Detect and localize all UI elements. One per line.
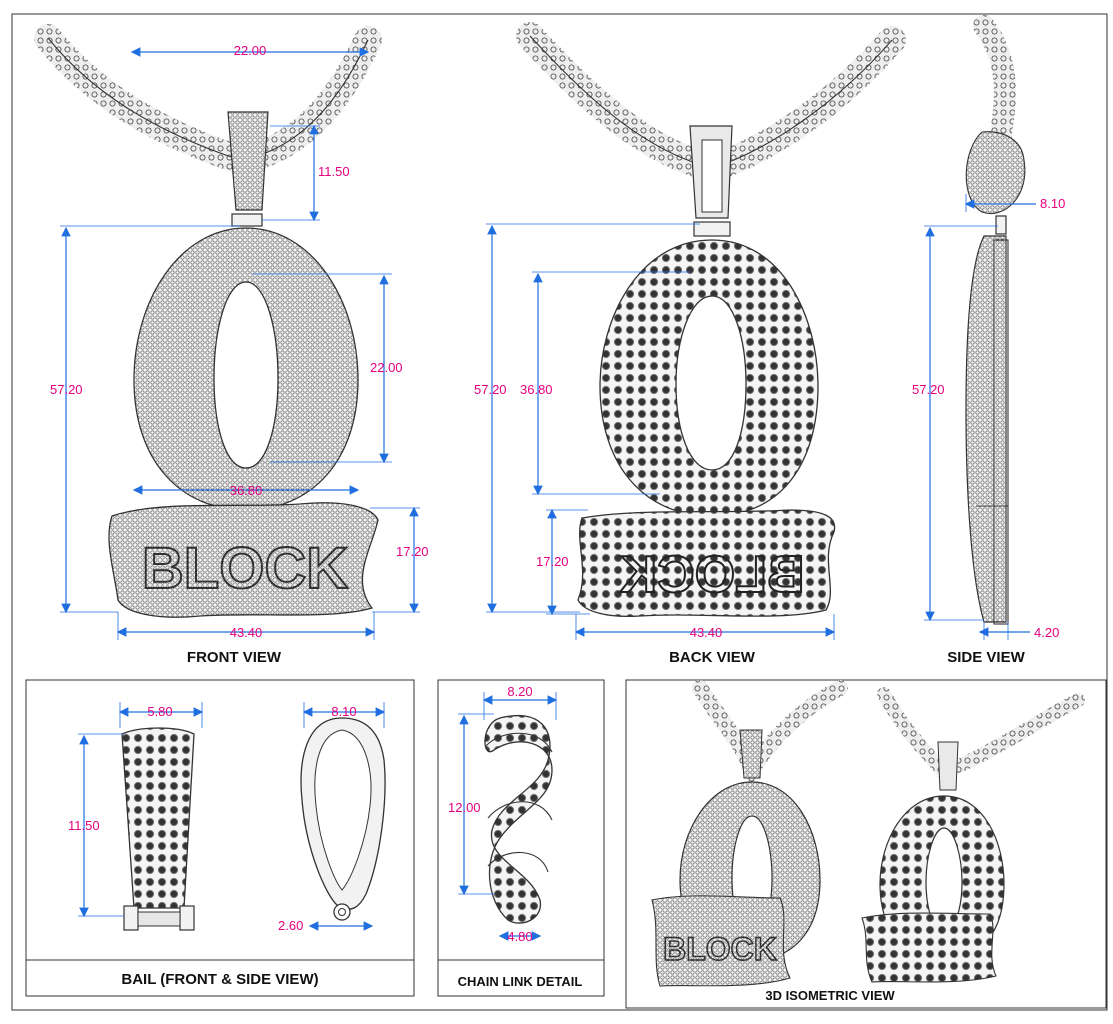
front-letters-plate [108,502,379,618]
side-bail-base [995,215,1007,235]
back-dim-o-height: 36.80 [520,382,553,397]
iso-back-letters [861,912,997,983]
front-o-letter [133,227,359,511]
front-dim-o-width: 36.80 [230,483,263,498]
iso-back-chain [877,687,1085,781]
iso-front-pendant: BLOCK [651,680,848,987]
iso-front-letters [651,895,791,987]
chain-dim-width: 8.20 [507,684,532,699]
side-view-caption: SIDE VIEW [947,649,1025,666]
chain-link-body [484,714,553,924]
bail-dim-width: 5.80 [147,704,172,719]
side-view [965,15,1026,625]
side-dimensions: 8.10 57.20 4.20 [912,194,1065,640]
back-view-caption: BACK VIEW [669,649,756,666]
chain-panel [437,679,605,997]
front-bail-base [231,213,263,227]
iso-front-chain [692,680,848,788]
back-letters-text: BLOCK [619,546,804,604]
back-view: BLOCK [516,22,906,618]
back-dim-total-width: 43.40 [690,625,723,640]
front-bail [227,111,269,211]
front-letters-text: BLOCK [142,536,348,601]
iso-panel-caption: 3D ISOMETRIC VIEW [765,988,895,1003]
front-dim-letters-height: 17.20 [396,544,429,559]
bail-front-drawing [121,727,195,909]
back-bail-base [693,221,731,237]
iso-back-pendant [861,687,1085,983]
bail-panel-caption: BAIL (FRONT & SIDE VIEW) [121,971,318,988]
chain-dim-bottom: 4.80 [507,929,532,944]
front-dim-bail-height: 11.50 [318,164,350,179]
sheet-border [11,13,1108,1011]
front-dim-total-width: 43.40 [230,625,263,640]
front-chain [34,24,382,175]
bail-side-inner [314,729,372,891]
front-view: BLOCK [34,24,382,618]
chain-link-seam-1 [485,732,553,753]
side-dim-bail-depth: 8.10 [1040,196,1065,211]
back-dim-letters-height: 17.20 [536,554,569,569]
chain-link-drawing [484,714,553,924]
chain-link-seam-2 [487,801,553,821]
bail-dim-height: 11.50 [68,818,100,833]
bail-drawings [121,717,386,931]
back-letters-plate [577,509,836,618]
iso-front-bail [739,729,763,779]
iso-back-bail [937,741,959,791]
back-dim-total-height: 57.20 [474,382,507,397]
side-dim-total-height: 57.20 [912,382,945,397]
chain-link-seam-3 [487,851,549,873]
chain-dimensions: 8.20 12.00 4.80 [448,684,558,944]
side-pendant-profile [965,235,1007,623]
front-dimensions: 22.00 11.50 57.20 22.00 36.80 17.20 43.4… [50,43,429,640]
front-dim-chain-width: 22.00 [234,43,267,58]
back-bail-slot [701,139,723,213]
front-dim-inner-height: 22.00 [370,360,403,375]
front-view-caption: FRONT VIEW [187,649,282,666]
side-dim-thickness: 4.20 [1034,625,1059,640]
front-dim-total-height: 57.20 [50,382,83,397]
chain-panel-caption: CHAIN LINK DETAIL [458,974,583,989]
side-pendant-back [993,239,1009,625]
side-bail-loop [965,131,1026,215]
bail-dim-loop: 2.60 [278,918,303,933]
bail-front-left-tab [123,905,139,931]
bail-dimensions: 5.80 11.50 8.10 2.60 [68,702,386,933]
iso-panel [625,679,1107,1009]
chain-dim-height: 12.00 [448,800,481,815]
iso-front-letters-text: BLOCK [663,931,777,967]
bail-front-bar [137,911,181,927]
bail-front-right-tab [179,905,195,931]
bail-side-ring-hole [338,908,346,916]
bail-side-ring [333,903,351,921]
back-dimensions: 57.20 36.80 17.20 43.40 [474,223,836,640]
bail-panel [25,679,415,997]
back-o-letter [599,239,819,517]
bail-dim-side-width: 8.10 [331,704,356,719]
